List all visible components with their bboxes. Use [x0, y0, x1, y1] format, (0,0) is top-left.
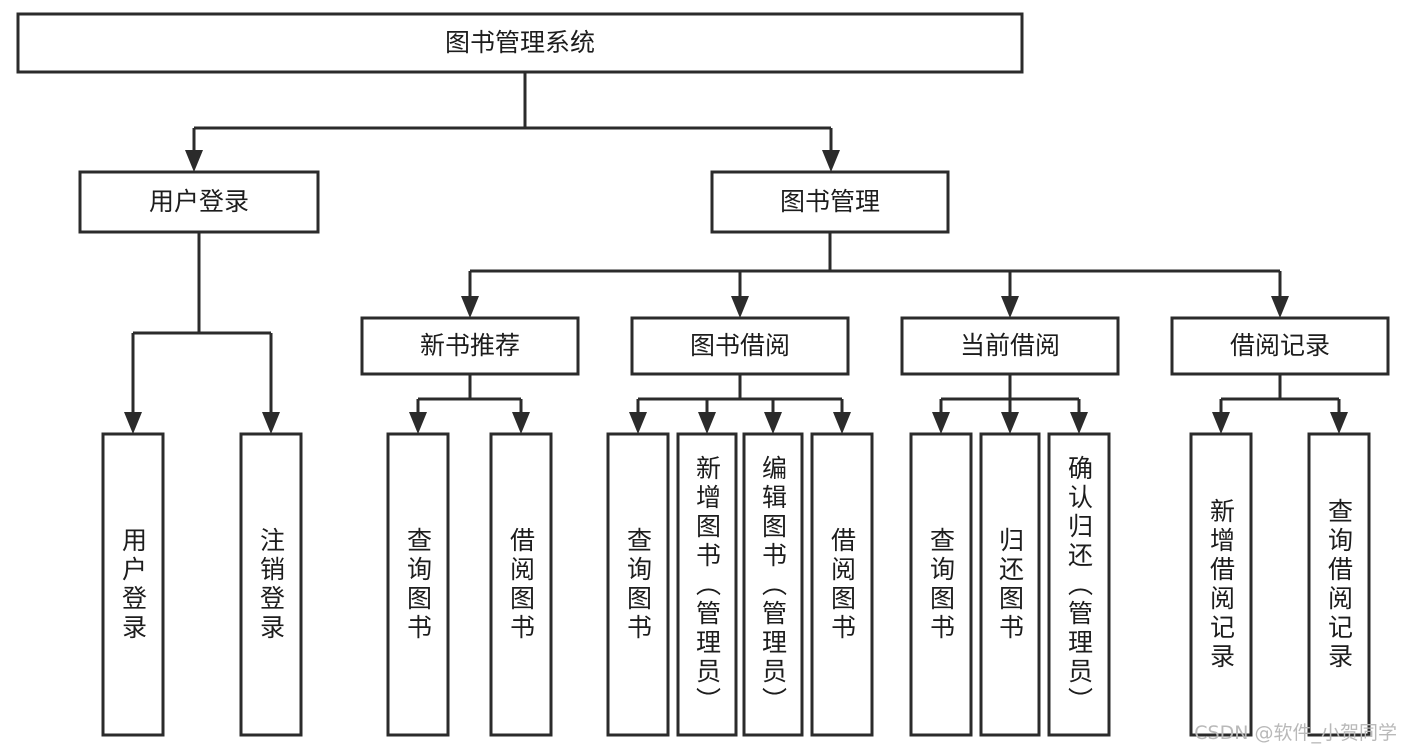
arrowhead-user-leaf-1	[124, 412, 142, 434]
arrowhead-borrow-leaf-2	[698, 412, 716, 434]
connector-group-root	[185, 72, 840, 172]
arrowhead-borrow-leaf-1	[629, 412, 647, 434]
node-book-borrow[interactable]: 图书借阅	[630, 316, 850, 376]
node-borrow-record-box[interactable]	[1170, 316, 1390, 376]
node-book-management[interactable]: 图书管理	[710, 170, 950, 234]
arrowhead-level3-4	[1271, 296, 1289, 318]
leaf-box-user-login-1[interactable]	[101, 432, 165, 737]
leaf-box-current-borrow-2[interactable]	[979, 432, 1041, 737]
leaf-box-book-borrow-2[interactable]	[676, 432, 738, 737]
node-current-borrow-box[interactable]	[900, 316, 1120, 376]
leaf-box-new-book-2[interactable]	[489, 432, 553, 737]
arrowhead-user-leaf-2	[262, 412, 280, 434]
node-new-book-recommend-box[interactable]	[360, 316, 580, 376]
arrowhead-root-to-user	[185, 150, 203, 172]
connector-group-book-borrow	[629, 374, 851, 434]
connector-group-borrow-record	[1212, 374, 1348, 434]
leaf-box-borrow-record-1[interactable]	[1189, 432, 1253, 737]
arrowhead-current-leaf-2	[1001, 412, 1019, 434]
node-book-management-box[interactable]	[710, 170, 950, 234]
connector-group-current-borrow	[932, 374, 1088, 434]
node-new-book-recommend[interactable]: 新书推荐	[360, 316, 580, 376]
node-new-book-recommend-label: 新书推荐	[420, 331, 520, 360]
arrowhead-root-to-bookmgmt	[822, 150, 840, 172]
connector-group-book-management	[461, 232, 1289, 318]
node-borrow-record-label: 借阅记录	[1230, 331, 1330, 360]
arrowhead-record-leaf-1	[1212, 412, 1230, 434]
leaf-box-current-borrow-3[interactable]	[1047, 432, 1111, 737]
arrowhead-borrow-leaf-4	[833, 412, 851, 434]
node-current-borrow[interactable]: 当前借阅	[900, 316, 1120, 376]
node-user-login-label: 用户登录	[149, 187, 249, 216]
node-book-borrow-label: 图书借阅	[690, 331, 790, 360]
connector-group-user-login	[124, 232, 280, 434]
arrowhead-newbook-leaf-2	[512, 412, 530, 434]
node-user-login-box[interactable]	[78, 170, 320, 234]
connector-group-new-book-recommend	[409, 374, 530, 434]
arrowhead-record-leaf-2	[1330, 412, 1348, 434]
arrowhead-current-leaf-3	[1070, 412, 1088, 434]
node-root-box[interactable]	[16, 12, 1024, 74]
arrowhead-current-leaf-1	[932, 412, 950, 434]
leaf-box-borrow-record-2[interactable]	[1307, 432, 1371, 737]
leaf-box-new-book-1[interactable]	[386, 432, 450, 737]
arrowhead-level3-1	[461, 296, 479, 318]
node-book-management-label: 图书管理	[780, 187, 880, 216]
node-user-login[interactable]: 用户登录	[78, 170, 320, 234]
leaf-box-book-borrow-1[interactable]	[606, 432, 670, 737]
arrowhead-borrow-leaf-3	[764, 412, 782, 434]
node-book-borrow-box[interactable]	[630, 316, 850, 376]
node-borrow-record[interactable]: 借阅记录	[1170, 316, 1390, 376]
arrowhead-level3-3	[1001, 296, 1019, 318]
arrowhead-newbook-leaf-1	[409, 412, 427, 434]
leaf-box-current-borrow-1[interactable]	[909, 432, 973, 737]
leaf-box-book-borrow-4[interactable]	[810, 432, 874, 737]
node-root[interactable]: 图书管理系统	[16, 12, 1024, 74]
arrowhead-level3-2	[731, 296, 749, 318]
node-current-borrow-label: 当前借阅	[960, 331, 1060, 360]
leaf-box-book-borrow-3[interactable]	[742, 432, 804, 737]
node-root-label: 图书管理系统	[445, 28, 595, 57]
leaf-box-user-login-2[interactable]	[239, 432, 303, 737]
